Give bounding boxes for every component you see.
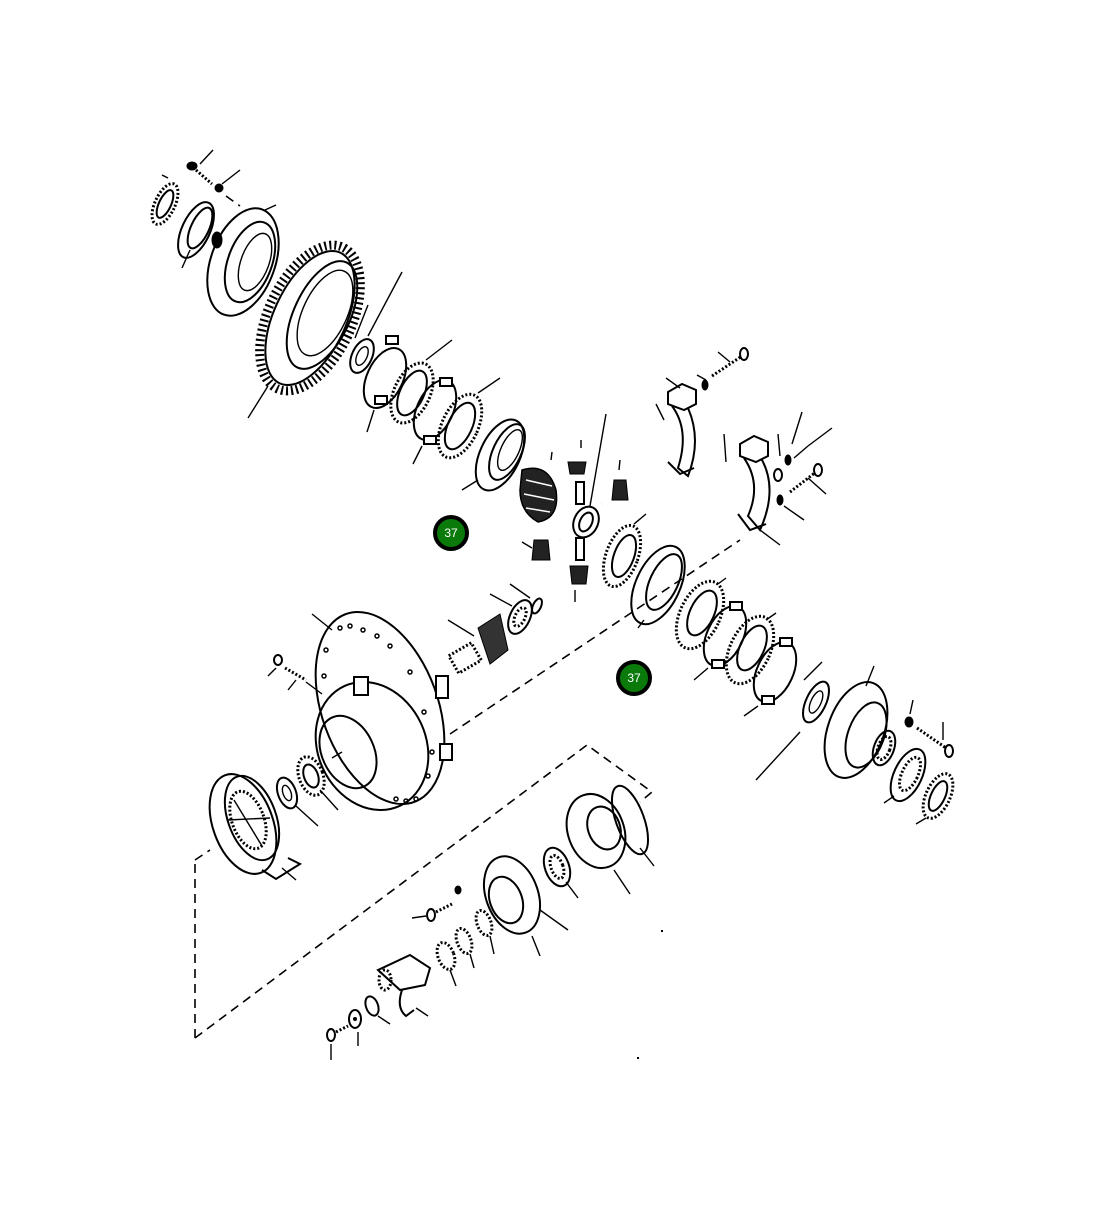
speck bbox=[637, 1057, 639, 1059]
left-bearing-cone bbox=[177, 201, 215, 269]
pinion-gear-top bbox=[567, 440, 587, 475]
left-bearing-carrier bbox=[206, 204, 280, 317]
axle-housing bbox=[311, 610, 453, 812]
right-bearing-cone bbox=[883, 747, 927, 804]
bolt-right bbox=[904, 699, 954, 758]
oil-seal bbox=[542, 846, 579, 899]
assembly-axis-loop bbox=[194, 849, 211, 861]
assembly-axis-lower bbox=[194, 744, 654, 1039]
spider-cross bbox=[558, 413, 607, 561]
friction-disc-right-1 bbox=[674, 577, 727, 651]
shim-2 bbox=[454, 927, 475, 969]
retainer bbox=[482, 855, 569, 957]
friction-disc-right-2 bbox=[724, 612, 777, 686]
washer-top-left bbox=[214, 169, 241, 207]
clutch-plate-right-2 bbox=[743, 637, 798, 717]
bearing-cap-lower bbox=[723, 433, 781, 546]
yoke-washer bbox=[348, 1009, 362, 1046]
bearing-cap-upper bbox=[655, 377, 697, 478]
differential-case-half-left bbox=[461, 418, 526, 492]
side-gear-left bbox=[519, 451, 558, 523]
side-gear-right bbox=[601, 513, 647, 589]
right-bearing-carrier bbox=[823, 665, 897, 779]
yoke-bolt bbox=[326, 1024, 349, 1060]
callout-37-lower[interactable]: 37 bbox=[616, 660, 652, 696]
callout-37-upper[interactable]: 37 bbox=[433, 515, 469, 551]
right-bearing-cup bbox=[915, 772, 955, 825]
differential-case-half-right bbox=[630, 544, 686, 629]
retainer-bolt bbox=[411, 885, 462, 922]
snap-ring bbox=[509, 583, 543, 615]
pinion-cage bbox=[208, 773, 303, 881]
ring-gear bbox=[247, 240, 365, 419]
callout-label: 37 bbox=[444, 526, 458, 540]
cap-bolts-lower bbox=[773, 411, 833, 521]
o-ring-small bbox=[275, 776, 319, 827]
cap-bolt-upper bbox=[696, 347, 749, 391]
friction-disc-left-1 bbox=[389, 339, 453, 425]
pinion-seal bbox=[296, 755, 339, 811]
yoke-o-ring bbox=[364, 995, 391, 1025]
pinion-gear-right bbox=[611, 459, 629, 501]
clutch-plate-left-2 bbox=[412, 377, 458, 465]
drive-pinion bbox=[446, 613, 509, 676]
pinion-gear-bottom bbox=[569, 565, 589, 602]
thrust-washer-right bbox=[755, 661, 830, 781]
stud-bolt bbox=[267, 654, 323, 695]
clutch-plate-left-1 bbox=[362, 335, 408, 433]
left-bearing-cup bbox=[150, 174, 180, 226]
shim-3 bbox=[435, 941, 457, 987]
yoke bbox=[376, 953, 432, 1018]
friction-disc-left-2 bbox=[436, 377, 501, 460]
thrust-washer-left bbox=[349, 271, 403, 374]
clutch-plate-right-1 bbox=[693, 601, 748, 681]
assembly-axis-upper bbox=[449, 539, 741, 735]
pinion-gear-left bbox=[521, 539, 551, 561]
speck bbox=[661, 930, 663, 932]
pinion-bearing bbox=[489, 593, 533, 635]
shim-1 bbox=[474, 909, 495, 955]
callout-label: 37 bbox=[627, 671, 641, 685]
bolt-top-left bbox=[186, 149, 214, 186]
bearing-cup-lower-right bbox=[565, 784, 655, 895]
